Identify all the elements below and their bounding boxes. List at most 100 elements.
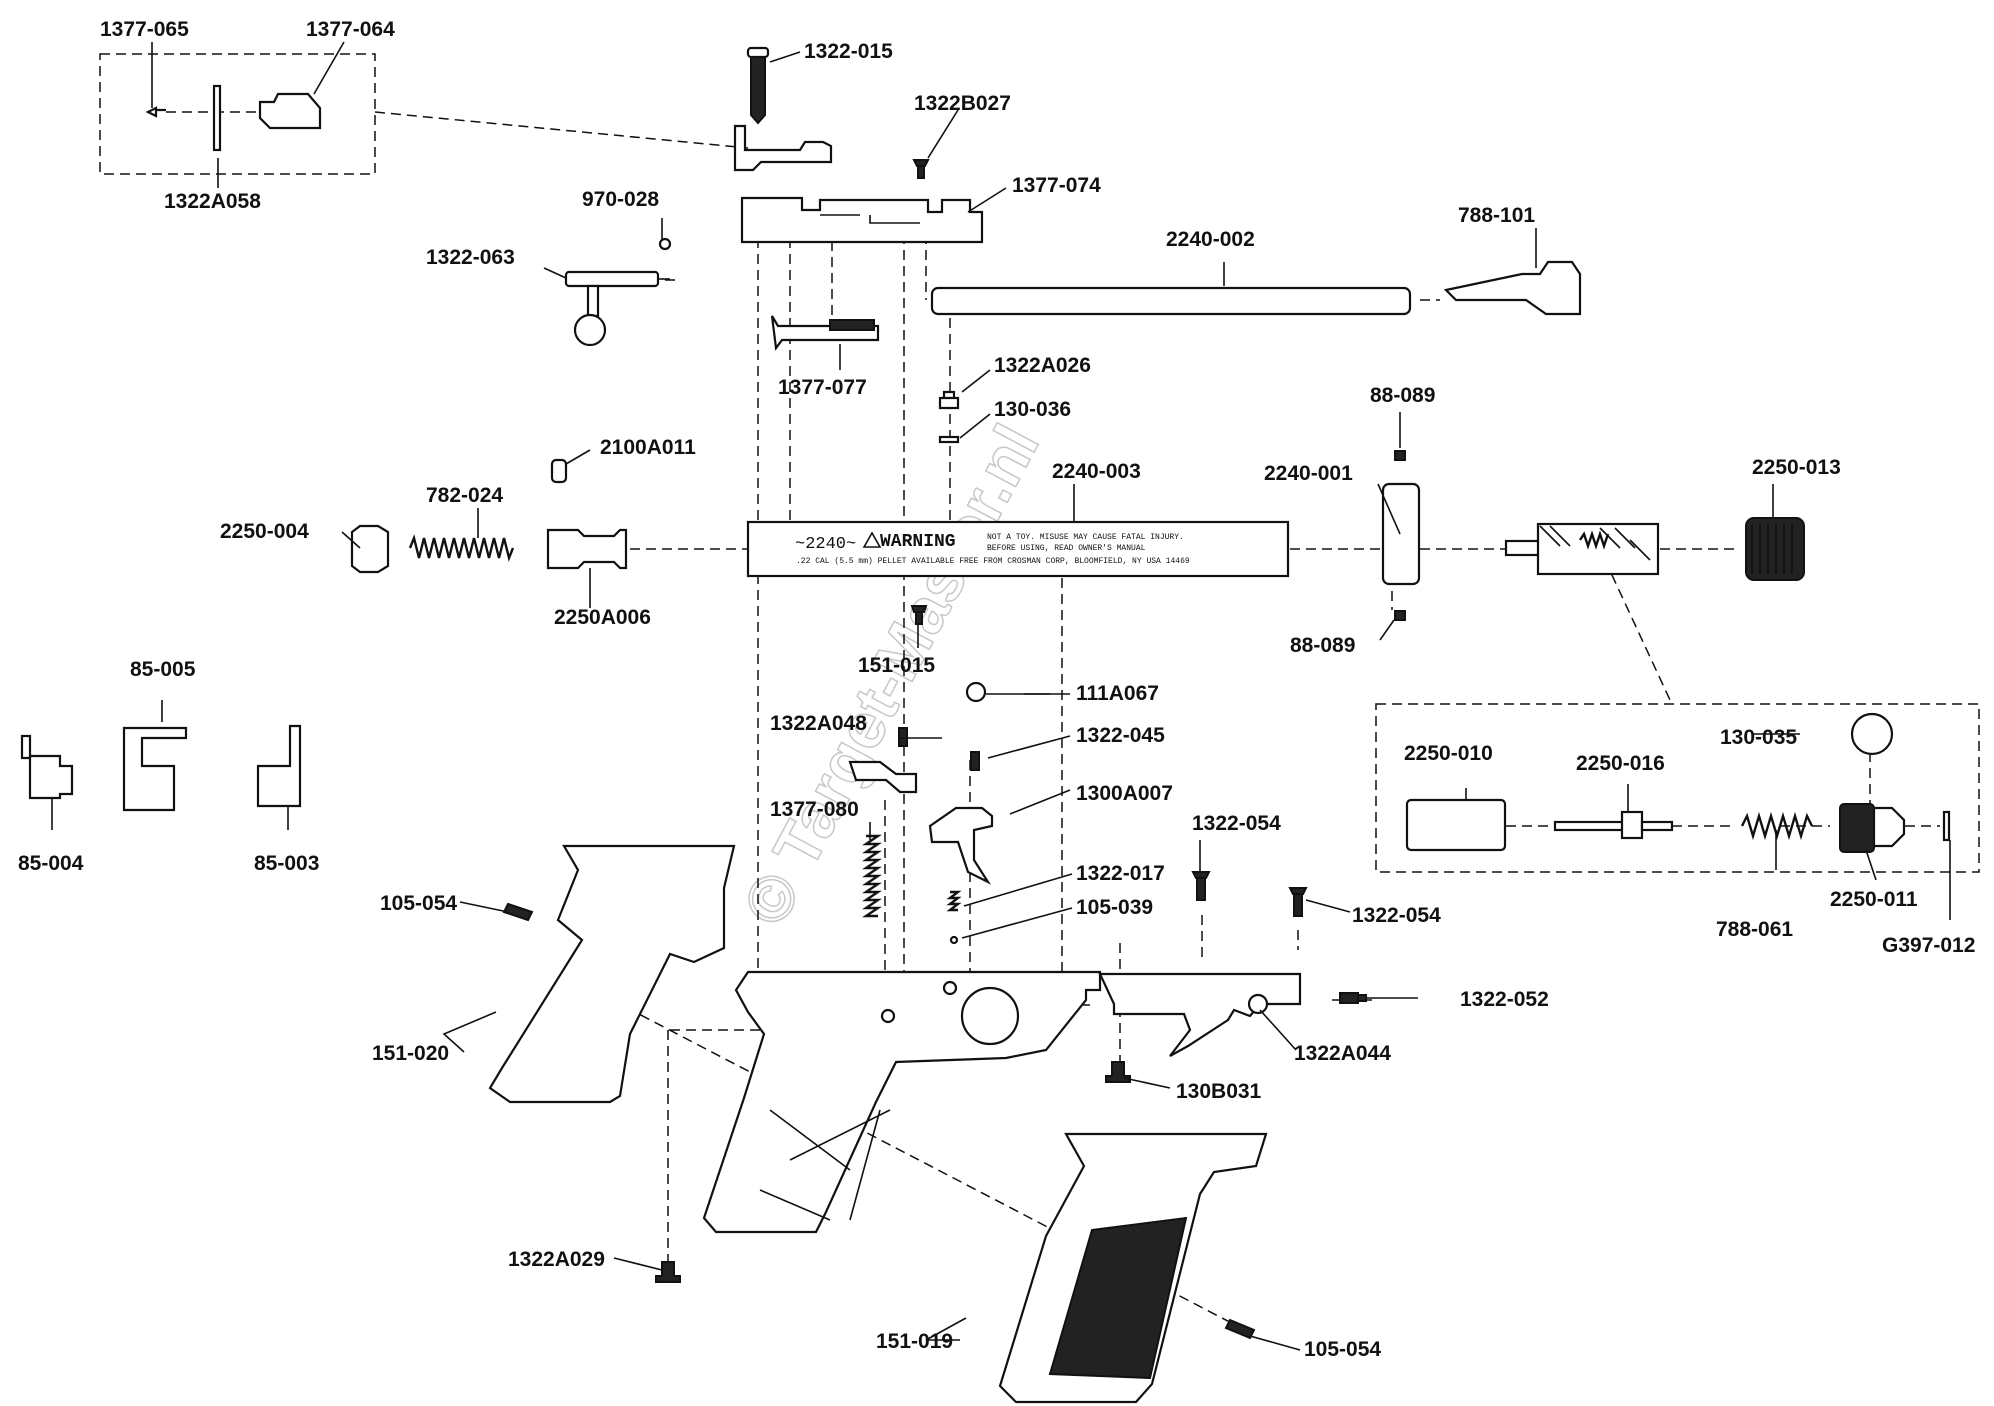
part-2100A011-screw (550, 458, 568, 484)
part-1300A007-trigger (928, 806, 994, 885)
label-788-101: 788-101 (1458, 204, 1535, 227)
label-151-015: 151-015 (858, 654, 935, 677)
part-105-054-b (1224, 1318, 1256, 1340)
part-1322-054-a (1191, 871, 1211, 901)
label-970-028: 970-028 (582, 188, 659, 211)
label-1322B027: 1322B027 (914, 92, 1011, 115)
label-2250-013: 2250-013 (1752, 456, 1841, 479)
valve-detail-pointer (1604, 559, 1671, 701)
label-G397-012: G397-012 (1882, 934, 1975, 957)
part-1322A044-housing (1098, 972, 1302, 1057)
label-1322-054-a: 1322-054 (1192, 812, 1281, 835)
label-105-054-a: 105-054 (380, 892, 457, 915)
part-1322-017-spring (946, 890, 962, 912)
part-111A067-washer (965, 681, 987, 703)
label-1322A029: 1322A029 (508, 1248, 605, 1271)
label-1322-052: 1322-052 (1460, 988, 1549, 1011)
label-1300A007: 1300A007 (1076, 782, 1173, 805)
part-frame (702, 970, 1102, 1234)
label-2250-004: 2250-004 (220, 520, 309, 543)
part-2250-004-cap (350, 524, 390, 574)
label-2240-003: 2240-003 (1052, 460, 1141, 483)
part-1322-015-screw (746, 46, 770, 125)
part-788-101-sight (1443, 260, 1582, 316)
part-85-004 (20, 734, 74, 800)
sear-detail-box (99, 53, 376, 175)
part-151-020-grip (488, 844, 736, 1104)
label-111A067: 111A067 (1076, 682, 1159, 705)
part-151-015-screw (910, 605, 928, 625)
label-2250-010: 2250-010 (1404, 742, 1493, 765)
part-breech-cap (733, 124, 833, 172)
label-1322A058: 1322A058 (164, 190, 261, 213)
part-88-089-bottom (1394, 610, 1406, 621)
part-970-028-washer (658, 237, 672, 251)
part-2240-001-band (1381, 482, 1421, 586)
part-105-054-a (502, 902, 534, 922)
part-1322-045-pin-b (970, 751, 980, 771)
part-2250-016-pin (1553, 810, 1674, 840)
label-1377-065: 1377-065 (100, 18, 189, 41)
part-788-061-spring (1740, 811, 1814, 841)
part-1377-064-sear (258, 92, 322, 130)
part-1322-063-bolt (564, 270, 670, 347)
label-1377-077: 1377-077 (778, 376, 867, 399)
label-130-035: 130-035 (1720, 726, 1797, 749)
leader-lines (51, 41, 1951, 1351)
label-1322A026: 1322A026 (994, 354, 1091, 377)
label-85-003: 85-003 (254, 852, 319, 875)
label-788-061: 788-061 (1716, 918, 1793, 941)
label-130-036: 130-036 (994, 398, 1071, 421)
label-88-089-top: 88-089 (1370, 384, 1435, 407)
part-130-035-ring (1850, 712, 1894, 756)
label-88-089-bottom: 88-089 (1290, 634, 1355, 657)
part-labels: 1377-065 1377-064 1322A058 1322-015 1322… (18, 18, 1975, 1361)
label-1322-045: 1322-045 (1076, 724, 1165, 747)
part-130B031 (1105, 1061, 1131, 1083)
label-2240-001: 2240-001 (1264, 462, 1353, 485)
label-151-020: 151-020 (372, 1042, 449, 1065)
barrel-warning: WARNING (880, 532, 956, 552)
barrel-model: ~2240~ (795, 535, 856, 554)
part-1322-052 (1339, 992, 1367, 1004)
part-85-005 (122, 726, 188, 812)
part-1377-080-spring (862, 834, 882, 918)
barrel-line3: .22 CAL (5.5 mm) PELLET AVAILABLE FREE F… (796, 557, 1190, 566)
part-2250-011-valve (1839, 803, 1906, 853)
part-G397-012 (1942, 810, 1951, 842)
part-130-036-washer (938, 435, 960, 444)
label-1322-015: 1322-015 (804, 40, 893, 63)
part-151-019-grip (998, 1132, 1268, 1404)
label-1322-017: 1322-017 (1076, 862, 1165, 885)
part-1322-054-b (1288, 887, 1308, 917)
label-2100A011: 2100A011 (600, 436, 696, 459)
part-2240-002-tube (930, 286, 1412, 316)
label-105-054-b: 105-054 (1304, 1338, 1381, 1361)
label-1377-074: 1377-074 (1012, 174, 1101, 197)
part-1322A026-screw (938, 390, 960, 410)
part-105-039-ball (949, 935, 959, 945)
part-2240-003-receiver: ~2240~ WARNING NOT A TOY. MISUSE MAY CAU… (746, 520, 1290, 578)
label-85-005: 85-005 (130, 658, 196, 681)
label-1322A044: 1322A044 (1294, 1042, 1391, 1065)
label-782-024: 782-024 (426, 484, 503, 507)
barrel-line1: NOT A TOY. MISUSE MAY CAUSE FATAL INJURY… (987, 533, 1184, 542)
label-1322-054-b: 1322-054 (1352, 904, 1441, 927)
label-2250-011: 2250-011 (1830, 888, 1918, 911)
valve-detail-box (1375, 703, 1980, 873)
part-88-089-top (1394, 450, 1406, 461)
part-1322A058-pin (212, 84, 222, 152)
part-1377-065-screw (145, 106, 260, 118)
part-782-024-spring (408, 534, 515, 562)
label-2240-002: 2240-002 (1166, 228, 1255, 251)
barrel-line2: BEFORE USING, READ OWNER'S MANUAL (987, 544, 1146, 553)
label-130B031: 130B031 (1176, 1080, 1262, 1103)
label-2250-016: 2250-016 (1576, 752, 1665, 775)
part-1377-074-breech (740, 196, 984, 244)
part-2250-013-nut (1745, 517, 1805, 581)
label-1322-063: 1322-063 (426, 246, 515, 269)
part-valve-assembly (1504, 522, 1660, 576)
part-1377-077-guide (770, 315, 880, 351)
label-85-004: 85-004 (18, 852, 84, 875)
